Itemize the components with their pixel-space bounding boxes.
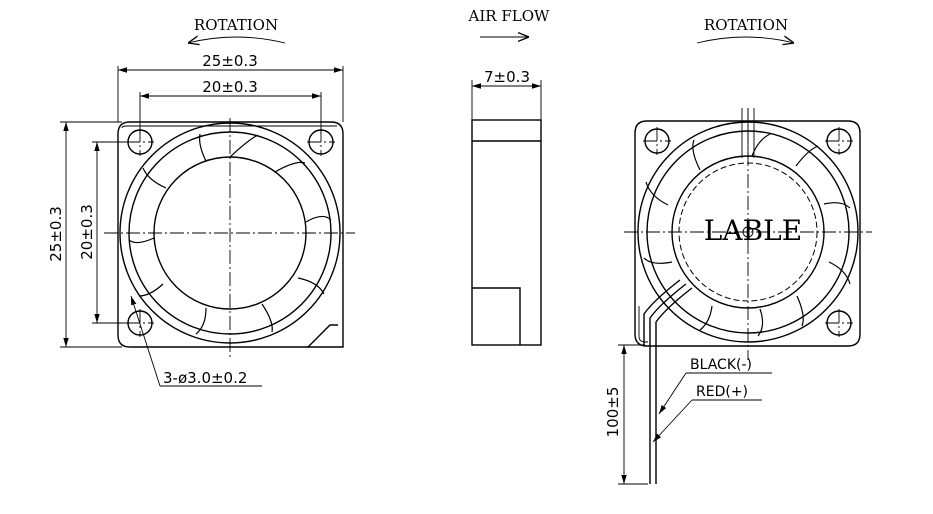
wire-red-label: RED(+) bbox=[696, 384, 748, 400]
side-wire-exit bbox=[472, 287, 521, 345]
back-rotation-label: ROTATION bbox=[704, 16, 788, 34]
front-blades bbox=[128, 133, 332, 335]
front-width-inner-text: 20±0.3 bbox=[202, 78, 258, 96]
wire-black-label: BLACK(-) bbox=[690, 357, 752, 373]
front-rotation-arrow bbox=[188, 37, 286, 43]
back-blades bbox=[643, 133, 851, 337]
back-view: ROTATION bbox=[604, 16, 872, 485]
side-thickness-text: 7±0.3 bbox=[484, 68, 530, 86]
back-rotation-arrow bbox=[696, 37, 794, 43]
airflow-label: AIR FLOW bbox=[468, 7, 550, 25]
lead-length-text: 100±5 bbox=[604, 387, 622, 438]
front-height-outer-text: 25±0.3 bbox=[47, 206, 65, 262]
front-view: ROTATION 25±0.3 20±0.3 25±0.3 20±0.3 bbox=[47, 16, 355, 387]
side-view: AIR FLOW 7±0.3 bbox=[468, 7, 550, 346]
front-frame bbox=[130, 121, 344, 348]
front-width-outer-text: 25±0.3 bbox=[202, 52, 258, 70]
front-rotation-label: ROTATION bbox=[194, 16, 278, 34]
front-hole-callout: 3-ø3.0±0.2 bbox=[163, 369, 247, 387]
side-body bbox=[471, 119, 542, 346]
lead-wires bbox=[643, 279, 693, 484]
back-frame bbox=[634, 120, 861, 347]
front-height-inner-text: 20±0.3 bbox=[78, 204, 96, 260]
